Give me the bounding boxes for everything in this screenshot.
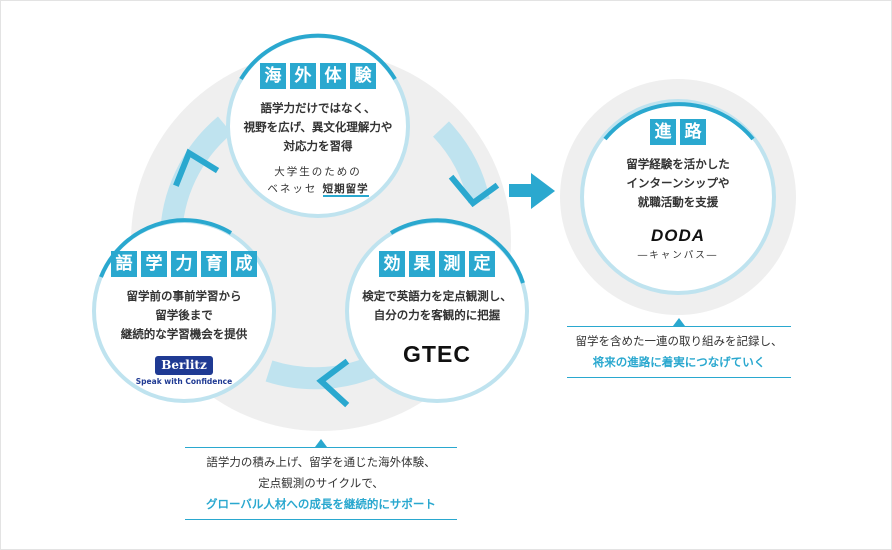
overseas-title-char: 外 <box>290 63 316 89</box>
cycle-arrowhead-left <box>173 148 220 187</box>
overseas-accent-arc <box>239 33 397 81</box>
berlitz-logo: Berlitz <box>155 356 213 375</box>
language-accent-arc <box>99 218 233 278</box>
measurement-accent-arc <box>389 218 525 284</box>
measurement-description: 検定で英語力を定点観測し、 自分の力を客観的に把握 <box>362 289 512 322</box>
language-description: 留学前の事前学習から 留学後まで 継続的な学習機会を提供 <box>120 289 248 341</box>
overseas-title-char: 体 <box>320 63 346 89</box>
career-callout-pointer <box>673 318 685 326</box>
overseas-title: 海 外 体 験 <box>238 63 398 89</box>
doda-logo: DODA <box>650 226 706 245</box>
language-title-char: 成 <box>231 251 257 277</box>
berlitz-tagline: Speak with Confidence <box>135 377 233 386</box>
measurement-title: 効 果 測 定 <box>357 251 517 277</box>
cycle-to-career-arrow <box>509 173 555 209</box>
career-title-char: 路 <box>680 119 706 145</box>
gtec-logo: GTEC <box>403 341 471 367</box>
language-title-char: 育 <box>201 251 227 277</box>
career-title: 進 路 <box>598 119 758 145</box>
measurement-node: 効 果 測 定 検定で英語力を定点観測し、 自分の力を客観的に把握 GTEC <box>357 251 517 368</box>
overseas-title-char: 海 <box>260 63 286 89</box>
measurement-title-char: 測 <box>439 251 465 277</box>
overseas-description: 語学力だけではなく、 視野を広げ、異文化理解力や 対応力を習得 <box>243 101 393 153</box>
career-node-circle <box>580 99 776 295</box>
measurement-title-char: 定 <box>469 251 495 277</box>
cycle-callout: 語学力の積み上げ、留学を通じた海外体験、 定点観測のサイクルで、 グローバル人材… <box>185 439 457 520</box>
cycle-arrowhead-bottom <box>316 358 350 408</box>
career-title-char: 進 <box>650 119 676 145</box>
career-accent-arc <box>603 102 755 141</box>
overseas-node: 海 外 体 験 語学力だけではなく、 視野を広げ、異文化理解力や 対応力を習得 … <box>238 63 398 198</box>
measurement-title-char: 効 <box>379 251 405 277</box>
overseas-title-char: 験 <box>350 63 376 89</box>
doda-campus-subtitle: ―キャンパス― <box>637 250 719 261</box>
language-title-char: 学 <box>141 251 167 277</box>
language-node: 語 学 力 育 成 留学前の事前学習から 留学後まで 継続的な学習機会を提供 B… <box>104 251 264 386</box>
measurement-title-char: 果 <box>409 251 435 277</box>
career-node: 進 路 留学経験を活かした インターンシップや 就職活動を支援 DODA ―キャ… <box>598 119 758 261</box>
language-title-char: 語 <box>111 251 137 277</box>
language-title: 語 学 力 育 成 <box>104 251 264 277</box>
ring-segment-overseas-to-measurement <box>432 121 490 204</box>
career-description: 留学経験を活かした インターンシップや 就職活動を支援 <box>626 157 730 209</box>
cycle-arrowhead-right <box>448 174 500 208</box>
benesse-short-study-logo: 大学生のための ベネッセ 短期留学 <box>267 166 369 197</box>
career-callout: 留学を含めた一連の取り組みを記録し、 将来の進路に着実につなげていく <box>567 318 791 378</box>
language-title-char: 力 <box>171 251 197 277</box>
cycle-callout-pointer <box>315 439 327 447</box>
